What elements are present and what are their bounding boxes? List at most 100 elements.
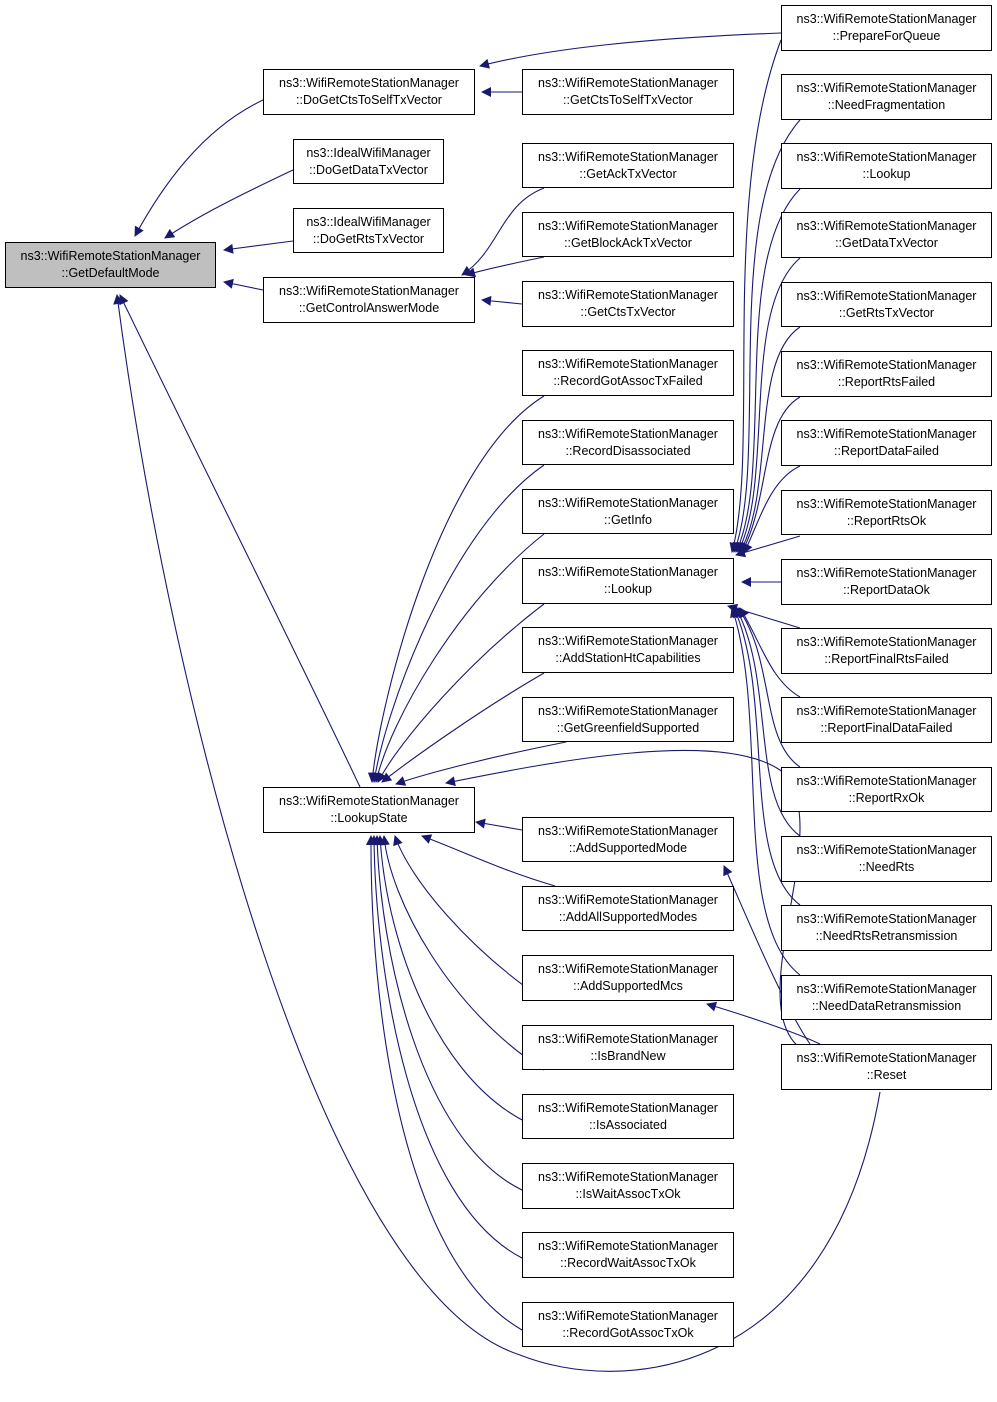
edge-reportRtsOk-to-lookupMid <box>735 535 801 558</box>
node-namespace-label: ns3::WifiRemoteStationManager <box>20 249 201 263</box>
node-namespace-label: ns3::WifiRemoteStationManager <box>538 634 718 648</box>
node-method-label: ::AddSupportedMode <box>568 840 688 855</box>
edge-reportDataFailed-to-lookupMid <box>743 465 801 554</box>
edge-reportFinalDataFailed-to-lookupMid <box>739 607 801 698</box>
node-is-brand-new[interactable]: ns3::WifiRemoteStationManager::IsBrandNe… <box>522 1025 734 1070</box>
node-report-data-failed[interactable]: ns3::WifiRemoteStationManager::ReportDat… <box>781 420 992 466</box>
node-namespace-label: ns3::WifiRemoteStationManager <box>796 358 977 372</box>
node-get-rts-tx-vector[interactable]: ns3::WifiRemoteStationManager::GetRtsTxV… <box>781 282 992 327</box>
node-get-ack-tx-vector[interactable]: ns3::WifiRemoteStationManager::GetAckTxV… <box>522 143 734 188</box>
node-method-label: ::RecordGotAssocTxFailed <box>553 374 703 388</box>
node-namespace-label: ns3::WifiRemoteStationManager <box>538 149 718 164</box>
node-namespace-label: ns3::WifiRemoteStationManager <box>538 426 718 441</box>
node-namespace-label: ns3::WifiRemoteStationManager <box>796 912 977 926</box>
node-namespace-label: ns3::WifiRemoteStationManager <box>538 1308 718 1323</box>
node-record-got-assoc-tx-failed[interactable]: ns3::WifiRemoteStationManager::RecordGot… <box>522 350 734 396</box>
node-ideal-do-get-rts-tx-vector[interactable]: ns3::IdealWifiManager::DoGetRtsTxVector <box>293 208 444 253</box>
node-get-default-mode[interactable]: ns3::WifiRemoteStationManager::GetDefaul… <box>5 242 216 288</box>
edge-reset-to-addSupportedMcs <box>706 1001 821 1045</box>
node-report-final-data-failed[interactable]: ns3::WifiRemoteStationManager::ReportFin… <box>781 697 992 743</box>
edge-reset-to-getDefaultMode <box>113 294 881 1372</box>
node-namespace-label: ns3::IdealWifiManager <box>306 145 431 160</box>
node-method-label: ::ReportRtsOk <box>846 513 927 528</box>
node-namespace-label: ns3::WifiRemoteStationManager <box>279 76 459 90</box>
edge-recordWaitAssocTxOk-to-lookupState <box>369 835 523 1259</box>
edge-addSupportedMode-to-lookupState <box>475 818 523 831</box>
node-namespace-label: ns3::WifiRemoteStationManager <box>796 635 977 649</box>
edge-isWaitAssocTxOk-to-lookupState <box>372 835 523 1191</box>
node-get-info[interactable]: ns3::WifiRemoteStationManager::GetInfo <box>522 489 734 534</box>
node-add-supported-mcs[interactable]: ns3::WifiRemoteStationManager::AddSuppor… <box>522 955 734 1001</box>
node-namespace-label: ns3::WifiRemoteStationManager <box>538 1100 718 1115</box>
node-method-label: ::GetInfo <box>604 512 652 527</box>
edge-reportRtsFailed-to-lookupMid <box>741 396 801 553</box>
edge-lookupRight-to-lookupMid <box>735 188 801 553</box>
node-namespace-label: ns3::WifiRemoteStationManager <box>796 496 977 511</box>
edge-addStationHtCapabilities-to-lookupState <box>381 672 545 783</box>
node-method-label: ::RecordGotAssocTxOk <box>562 1325 694 1340</box>
node-namespace-label: ns3::WifiRemoteStationManager <box>796 566 977 580</box>
node-lookup-right[interactable]: ns3::WifiRemoteStationManager::Lookup <box>781 143 992 189</box>
node-report-rts-failed[interactable]: ns3::WifiRemoteStationManager::ReportRts… <box>781 351 992 397</box>
edge-lookupMid-to-lookupState <box>377 603 545 783</box>
node-prepare-for-queue[interactable]: ns3::WifiRemoteStationManager::PrepareFo… <box>781 5 992 51</box>
node-record-disassociated[interactable]: ns3::WifiRemoteStationManager::RecordDis… <box>522 420 734 465</box>
node-namespace-label: ns3::WifiRemoteStationManager <box>538 1031 718 1046</box>
edge-idealDoGetRtsTxVector-to-getDefaultMode <box>223 240 294 254</box>
node-get-block-ack-tx-vector[interactable]: ns3::WifiRemoteStationManager::GetBlockA… <box>522 212 734 257</box>
node-add-supported-mode[interactable]: ns3::WifiRemoteStationManager::AddSuppor… <box>522 817 734 862</box>
node-need-fragmentation[interactable]: ns3::WifiRemoteStationManager::NeedFragm… <box>781 74 992 120</box>
node-report-rts-ok[interactable]: ns3::WifiRemoteStationManager::ReportRts… <box>781 490 992 535</box>
edge-getGreenfieldSupported-to-lookupState <box>395 741 567 786</box>
node-report-data-ok[interactable]: ns3::WifiRemoteStationManager::ReportDat… <box>781 559 992 605</box>
node-record-wait-assoc-tx-ok[interactable]: ns3::WifiRemoteStationManager::RecordWai… <box>522 1232 734 1278</box>
node-record-got-assoc-tx-ok[interactable]: ns3::WifiRemoteStationManager::RecordGot… <box>522 1302 734 1347</box>
node-namespace-label: ns3::WifiRemoteStationManager <box>538 823 718 838</box>
node-is-wait-assoc-tx-ok[interactable]: ns3::WifiRemoteStationManager::IsWaitAss… <box>522 1163 734 1209</box>
node-get-greenfield-supported[interactable]: ns3::WifiRemoteStationManager::GetGreenf… <box>522 697 734 742</box>
edge-prepareForQueue-to-doGetCtsToSelfTxVector <box>479 32 782 69</box>
node-get-cts-tx-vector[interactable]: ns3::WifiRemoteStationManager::GetCtsTxV… <box>522 281 734 327</box>
node-namespace-label: ns3::WifiRemoteStationManager <box>796 81 977 95</box>
node-method-label: ::GetRtsTxVector <box>838 305 935 320</box>
node-method-label: ::Reset <box>866 1068 907 1082</box>
node-method-label: ::NeedRtsRetransmission <box>815 929 958 943</box>
node-get-cts-to-self-tx-vector[interactable]: ns3::WifiRemoteStationManager::GetCtsToS… <box>522 69 734 115</box>
node-method-label: ::AddStationHtCapabilities <box>555 651 701 665</box>
node-lookup-mid[interactable]: ns3::WifiRemoteStationManager::Lookup <box>522 558 734 604</box>
node-namespace-label: ns3::WifiRemoteStationManager <box>538 288 718 302</box>
edge-idealDoGetDataTxVector-to-getDefaultMode <box>164 169 294 239</box>
node-add-station-ht-capabilities[interactable]: ns3::WifiRemoteStationManager::AddStatio… <box>522 627 734 673</box>
node-lookup-state[interactable]: ns3::WifiRemoteStationManager::LookupSta… <box>263 787 475 833</box>
node-namespace-label: ns3::IdealWifiManager <box>306 214 431 229</box>
edge-needDataRetransmission-to-lookupMid <box>730 607 801 976</box>
node-method-label: ::Lookup <box>604 582 652 596</box>
node-method-label: ::ReportDataOk <box>843 583 930 597</box>
node-ideal-do-get-data-tx-vector[interactable]: ns3::IdealWifiManager::DoGetDataTxVector <box>293 139 444 184</box>
edge-prepareForQueue-to-lookupMid <box>729 39 782 553</box>
node-report-rx-ok[interactable]: ns3::WifiRemoteStationManager::ReportRxO… <box>781 767 992 812</box>
node-add-all-supported-modes[interactable]: ns3::WifiRemoteStationManager::AddAllSup… <box>522 886 734 931</box>
edge-addSupportedMcs-to-lookupState <box>393 835 545 1001</box>
node-do-get-cts-to-self-tx-vector[interactable]: ns3::WifiRemoteStationManager::DoGetCtsT… <box>263 69 475 115</box>
node-get-data-tx-vector[interactable]: ns3::WifiRemoteStationManager::GetDataTx… <box>781 212 992 258</box>
node-report-final-rts-failed[interactable]: ns3::WifiRemoteStationManager::ReportFin… <box>781 628 992 674</box>
node-need-rts-retransmission[interactable]: ns3::WifiRemoteStationManager::NeedRtsRe… <box>781 905 992 951</box>
node-need-data-retransmission[interactable]: ns3::WifiRemoteStationManager::NeedDataR… <box>781 975 992 1020</box>
edge-needRts-to-lookupMid <box>735 607 801 837</box>
node-reset[interactable]: ns3::WifiRemoteStationManager::Reset <box>781 1044 992 1090</box>
edge-recordGotAssocTxFailed-to-lookupState <box>367 395 545 783</box>
node-method-label: ::NeedDataRetransmission <box>811 998 962 1013</box>
edge-addAllSupportedModes-to-lookupState <box>421 834 556 887</box>
node-namespace-label: ns3::WifiRemoteStationManager <box>538 962 718 976</box>
node-method-label: ::PrepareForQueue <box>832 29 941 43</box>
node-method-label: ::DoGetRtsTxVector <box>312 231 425 246</box>
node-get-control-answer-mode[interactable]: ns3::WifiRemoteStationManager::GetContro… <box>263 277 475 323</box>
node-method-label: ::GetAckTxVector <box>579 166 677 181</box>
node-is-associated[interactable]: ns3::WifiRemoteStationManager::IsAssocia… <box>522 1094 734 1139</box>
edge-isBrandNew-to-lookupState <box>379 835 545 1071</box>
node-need-rts[interactable]: ns3::WifiRemoteStationManager::NeedRts <box>781 836 992 882</box>
node-namespace-label: ns3::WifiRemoteStationManager <box>279 794 459 808</box>
